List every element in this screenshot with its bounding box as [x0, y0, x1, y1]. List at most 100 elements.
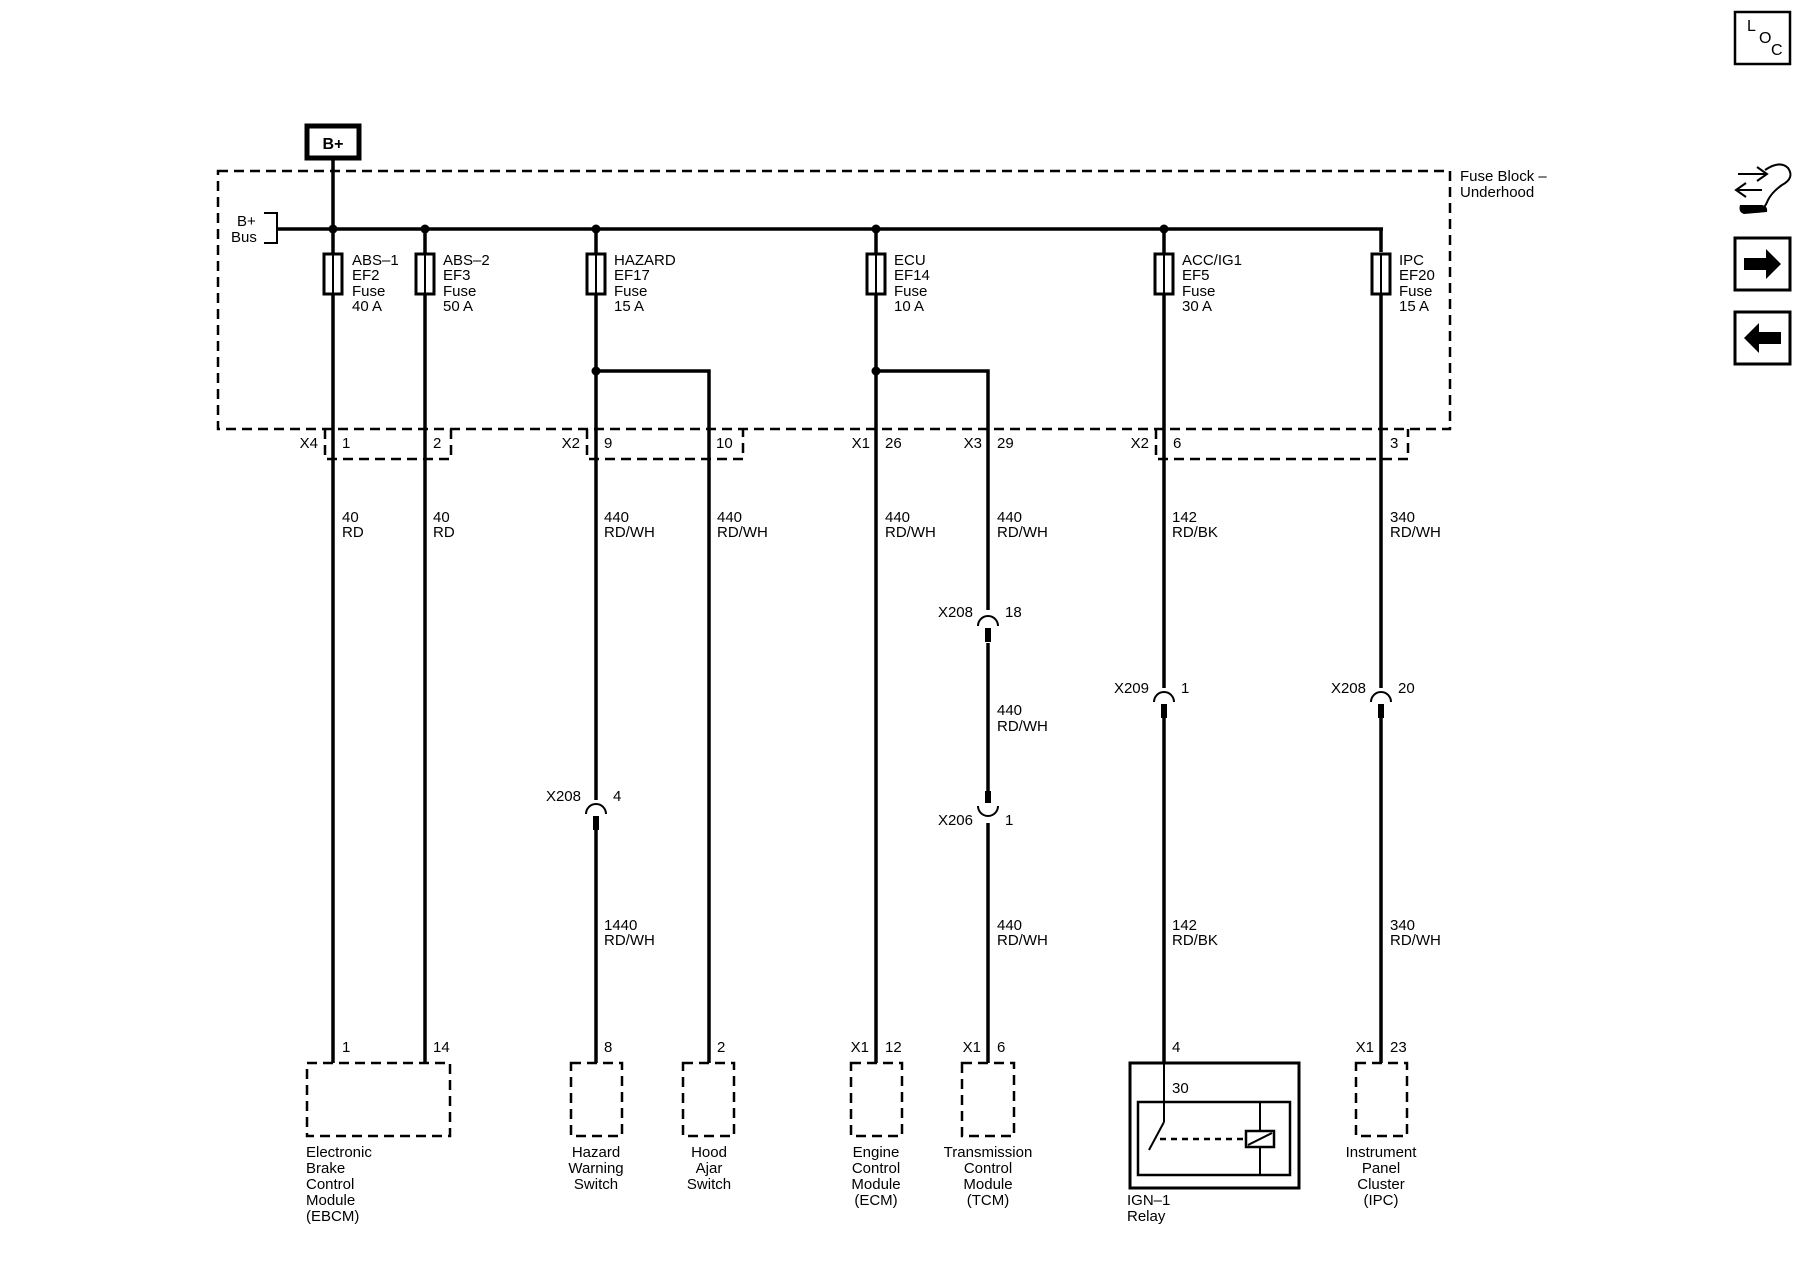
inline-conn-id: X209: [1114, 680, 1149, 697]
component-tcm-label: Transmission Control Module (TCM): [944, 1144, 1033, 1209]
block-conn-x2b-id: X2: [1131, 435, 1149, 452]
wire-label-color: RD: [433, 524, 455, 541]
wire-label-color: RD/BK: [1172, 524, 1218, 541]
component-name-line: Warning: [568, 1160, 623, 1177]
wire-labels-upper: 40 RD 40 RD 440 RD/WH 440 RD/WH 440 RD/W…: [342, 509, 1441, 735]
fuse-abs2-id: EF3: [443, 267, 471, 284]
fuse-ipc-name: IPC: [1399, 252, 1424, 269]
fuse-acc-ig1-id: EF5: [1182, 267, 1210, 284]
inline-conn-id: X208: [546, 788, 581, 805]
block-conn-x4-id: X4: [300, 435, 318, 452]
fuse-acc-ig1: ACC/IG1 EF5 Fuse 30 A: [1153, 229, 1242, 315]
wire-label-color: RD/WH: [1390, 932, 1441, 949]
component-pin: 12: [885, 1039, 902, 1056]
fuse-abs1-type: Fuse: [352, 283, 385, 300]
arrow-left-icon: [1744, 323, 1781, 353]
component-ecm-label: Engine Control Module (ECM): [851, 1144, 900, 1209]
previous-page-button[interactable]: [1733, 310, 1792, 366]
component-name-line: (ECM): [854, 1192, 897, 1209]
fuse-abs2-name: ABS–2: [443, 252, 490, 269]
wire-label-color: RD: [342, 524, 364, 541]
connector-end-view-icon[interactable]: [1734, 163, 1792, 214]
fuse-block-title-2: Underhood: [1460, 184, 1534, 201]
fuse-abs1: ABS–1 EF2 Fuse 40 A: [322, 229, 399, 315]
wire-label-circuit: 440: [997, 702, 1022, 719]
next-page-button[interactable]: [1733, 236, 1792, 292]
component-name-line: Control: [306, 1176, 354, 1193]
block-conn-x3-id: X3: [964, 435, 982, 452]
inline-conn-pin: 20: [1398, 680, 1415, 697]
block-conn-x1-id: X1: [852, 435, 870, 452]
wire-label-circuit: 142: [1172, 509, 1197, 526]
locator-button[interactable]: L O C: [1733, 10, 1792, 66]
component-name-line: Ajar: [696, 1160, 723, 1177]
component-name-line: Electronic: [306, 1144, 372, 1161]
wire-label-color: RD/WH: [997, 718, 1048, 735]
block-connector-x4: X4 1 2: [300, 429, 453, 461]
inline-conn-id: X208: [938, 604, 973, 621]
wire-label-color: RD/WH: [604, 932, 655, 949]
block-conn-x2a-id: X2: [562, 435, 580, 452]
component-name-line: Transmission: [944, 1144, 1033, 1161]
inline-connector-x209-1: X209 1: [1114, 680, 1189, 718]
wire-label-circuit: 1440: [604, 917, 637, 934]
component-name-line: (EBCM): [306, 1208, 359, 1225]
fuse-ecu-type: Fuse: [894, 283, 927, 300]
component-name-line: Instrument: [1346, 1144, 1418, 1161]
fuse-abs2: ABS–2 EF3 Fuse 50 A: [414, 229, 490, 315]
wire-label-circuit: 340: [1390, 917, 1415, 934]
fuse-abs1-rating: 40 A: [352, 298, 382, 315]
ecm-box: [849, 1061, 904, 1138]
wire-label-color: RD/WH: [717, 524, 768, 541]
fuse-hazard: HAZARD EF17 Fuse 15 A: [585, 229, 676, 315]
wire-label-circuit: 340: [1390, 509, 1415, 526]
fuse-ipc-id: EF20: [1399, 267, 1435, 284]
inline-conn-id: X206: [938, 812, 973, 829]
component-name-line: Brake: [306, 1160, 345, 1177]
ipc-box: [1354, 1061, 1409, 1138]
component-name-line: (IPC): [1364, 1192, 1399, 1209]
inline-connector-x208-4: X208 4: [546, 788, 621, 830]
locator-letter-l: L: [1747, 18, 1756, 35]
component-name-line: Relay: [1127, 1208, 1166, 1225]
bus-label-1: B+: [237, 213, 256, 230]
block-conn-x2b-pin3: 3: [1390, 435, 1398, 452]
wire-label-color: RD/WH: [1390, 524, 1441, 541]
wire-label-circuit: 440: [604, 509, 629, 526]
inline-conn-pin: 18: [1005, 604, 1022, 621]
wire-label-color: RD/WH: [997, 524, 1048, 541]
fuse-abs1-id: EF2: [352, 267, 380, 284]
bplus-tag-label: B+: [323, 136, 344, 153]
component-pin: 1: [342, 1039, 350, 1056]
component-pin: 6: [997, 1039, 1005, 1056]
component-conn: X1: [1356, 1039, 1374, 1056]
wire-label-circuit: 440: [717, 509, 742, 526]
arrow-right-icon: [1744, 249, 1781, 279]
ebcm-box: [305, 1061, 452, 1138]
component-ipc-label: Instrument Panel Cluster (IPC): [1346, 1144, 1418, 1209]
inline-connector-x206-1: X206 1: [938, 791, 1013, 829]
fuse-ecu-id: EF14: [894, 267, 930, 284]
component-name-line: Cluster: [1357, 1176, 1405, 1193]
block-conn-x3-pin: 29: [997, 435, 1014, 452]
locator-letter-o: O: [1759, 30, 1771, 47]
bus-bracket: [264, 212, 278, 244]
wire-label-circuit: 440: [997, 509, 1022, 526]
inline-conn-pin: 4: [613, 788, 621, 805]
fuse-ecu: ECU EF14 Fuse 10 A: [865, 229, 930, 315]
locator-letter-c: C: [1771, 42, 1783, 59]
fuse-ecu-rating: 10 A: [894, 298, 924, 315]
bplus-source-tag: B+: [304, 123, 362, 161]
fuse-hazard-id: EF17: [614, 267, 650, 284]
component-name-line: Control: [964, 1160, 1012, 1177]
wire-label-color: RD/WH: [997, 932, 1048, 949]
inline-conn-pin: 1: [1005, 812, 1013, 829]
wire-label-circuit: 40: [342, 509, 359, 526]
block-conn-x4-pin1: 1: [342, 435, 350, 452]
fuse-hazard-type: Fuse: [614, 283, 647, 300]
ign1-relay: 30: [1128, 1061, 1301, 1190]
block-connector-x3: X3 29: [964, 435, 1014, 452]
inline-conn-id: X208: [1331, 680, 1366, 697]
splice-dots: [591, 366, 881, 376]
